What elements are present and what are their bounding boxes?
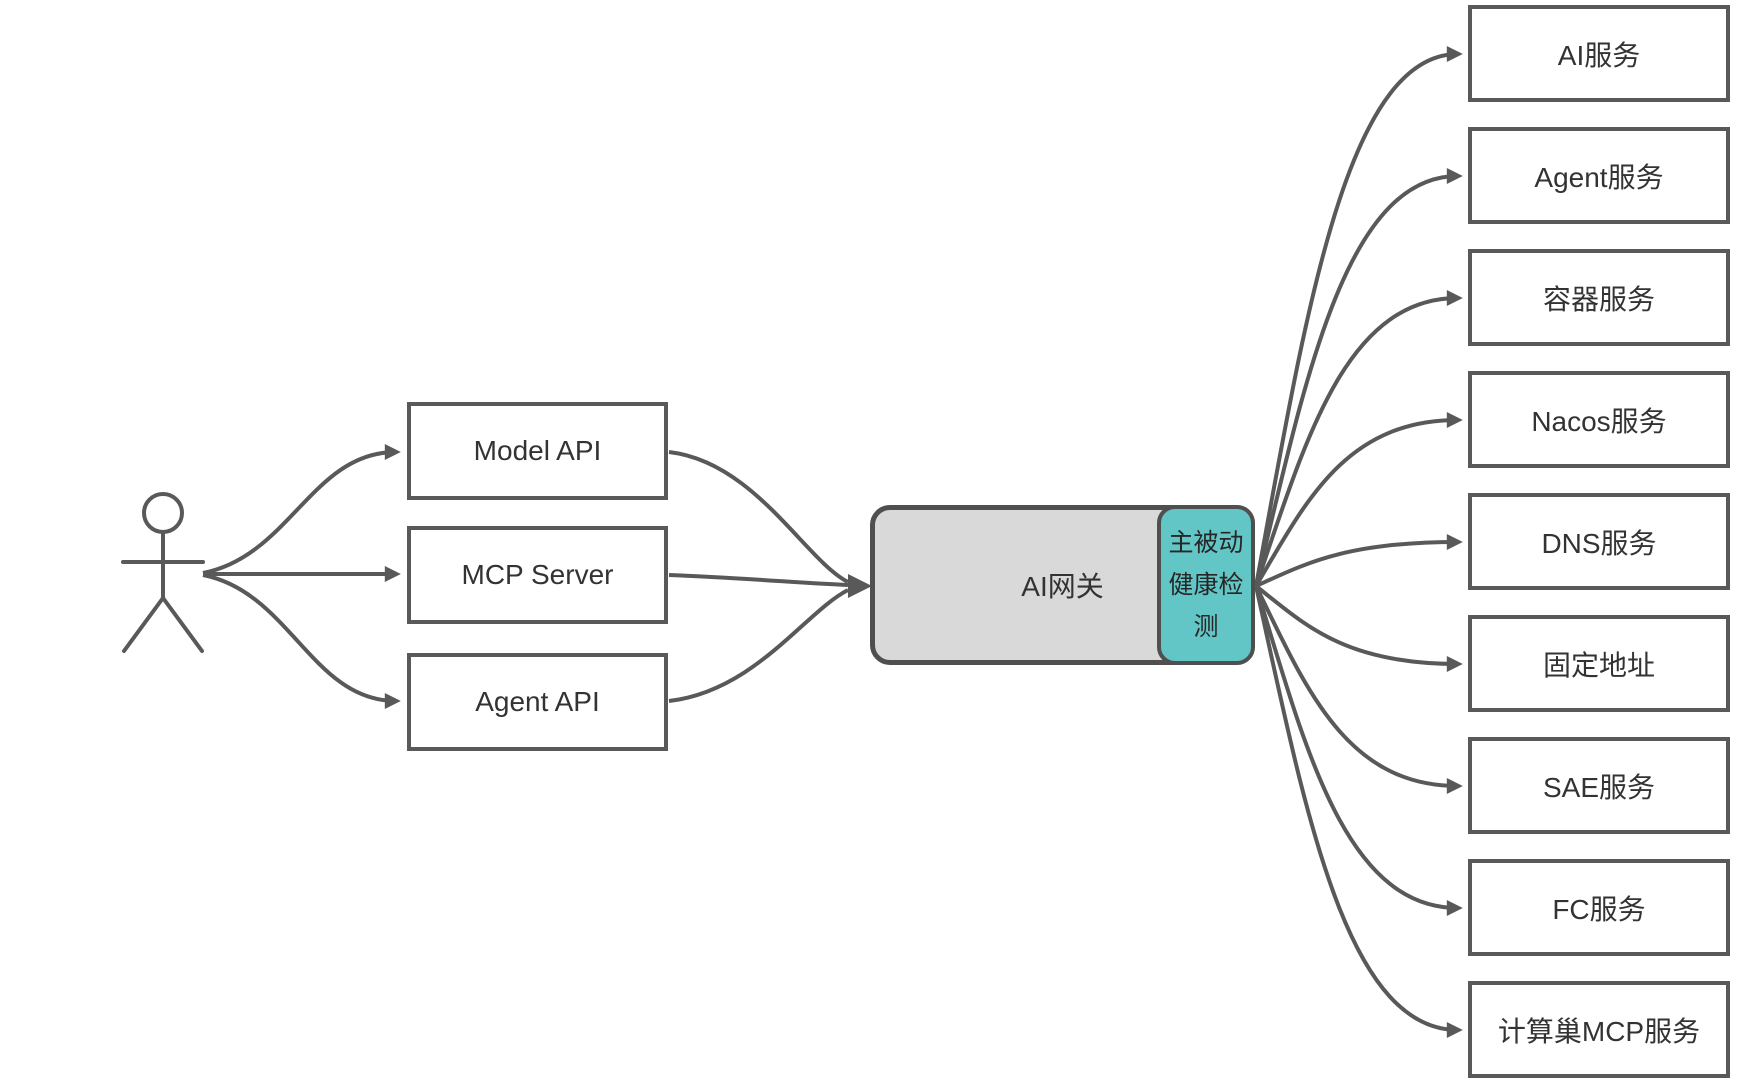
node-agent-api-label: Agent API [475, 686, 600, 717]
stick-figure-leg-right [161, 596, 204, 653]
node-computenest-mcp-service-label: 计算巢MCP服务 [1497, 1015, 1701, 1047]
user-stick-figure-icon [121, 492, 205, 653]
arrow-user-to-model-api [202, 444, 401, 575]
input-to-gateway-arrows [668, 450, 872, 703]
node-agent-service: Agent服务 [1468, 127, 1730, 224]
node-health-check: 主被动 健康检 测 [1157, 505, 1255, 665]
node-fixed-address: 固定地址 [1468, 615, 1730, 712]
node-sae-service-label: SAE服务 [1542, 771, 1656, 803]
arrow-gateway-to-nacos-service [1254, 412, 1463, 588]
node-model-api: Model API [407, 402, 668, 500]
arrow-mcp-server-to-gateway [668, 573, 849, 587]
node-ai-service-label: AI服务 [1557, 39, 1641, 71]
health-check-line-3: 测 [1193, 613, 1219, 641]
node-agent-service-label: Agent服务 [1534, 161, 1664, 193]
node-ai-service: AI服务 [1468, 5, 1730, 102]
node-nacos-service: Nacos服务 [1468, 371, 1730, 468]
node-agent-api: Agent API [407, 653, 668, 751]
arrow-gateway-to-computenest-mcp-service [1254, 585, 1463, 1038]
node-container-service: 容器服务 [1468, 249, 1730, 346]
arrow-gateway-to-ai-service [1254, 46, 1463, 587]
arrow-gateway-to-fc-service [1254, 585, 1463, 916]
gateway-to-service-arrows [1254, 46, 1463, 1038]
arrow-user-to-agent-api [202, 573, 401, 709]
node-sae-service: SAE服务 [1468, 737, 1730, 834]
node-dns-service: DNS服务 [1468, 493, 1730, 590]
stick-figure-head [142, 492, 184, 534]
node-mcp-server-label: MCP Server [461, 559, 614, 590]
stick-figure-leg-left [122, 596, 165, 653]
node-fc-service-label: FC服务 [1552, 893, 1646, 925]
arrow-gateway-to-fixed-address [1254, 584, 1463, 672]
node-fc-service: FC服务 [1468, 859, 1730, 956]
arrow-gateway-to-container-service [1254, 290, 1463, 587]
arrow-agent-api-to-gateway [668, 588, 849, 703]
health-check-line-2: 健康检 [1168, 571, 1244, 599]
node-nacos-service-label: Nacos服务 [1531, 405, 1667, 437]
node-container-service-label: 容器服务 [1542, 283, 1655, 315]
node-ai-gateway-label: AI网关 [1021, 571, 1104, 602]
arrow-model-api-to-gateway [668, 450, 849, 584]
user-to-input-arrows [202, 444, 401, 709]
node-computenest-mcp-service: 计算巢MCP服务 [1468, 981, 1730, 1078]
node-model-api-label: Model API [473, 435, 602, 466]
node-mcp-server: MCP Server [407, 526, 668, 624]
health-check-line-1: 主被动 [1168, 529, 1244, 557]
arrow-gateway-to-dns-service [1255, 534, 1463, 588]
arrow-gateway-to-sae-service [1254, 585, 1463, 794]
node-fixed-address-label: 固定地址 [1542, 649, 1655, 681]
node-dns-service-label: DNS服务 [1541, 527, 1657, 559]
arrow-gateway-to-agent-service [1254, 168, 1463, 587]
gateway-arrowhead-icon [848, 574, 872, 598]
